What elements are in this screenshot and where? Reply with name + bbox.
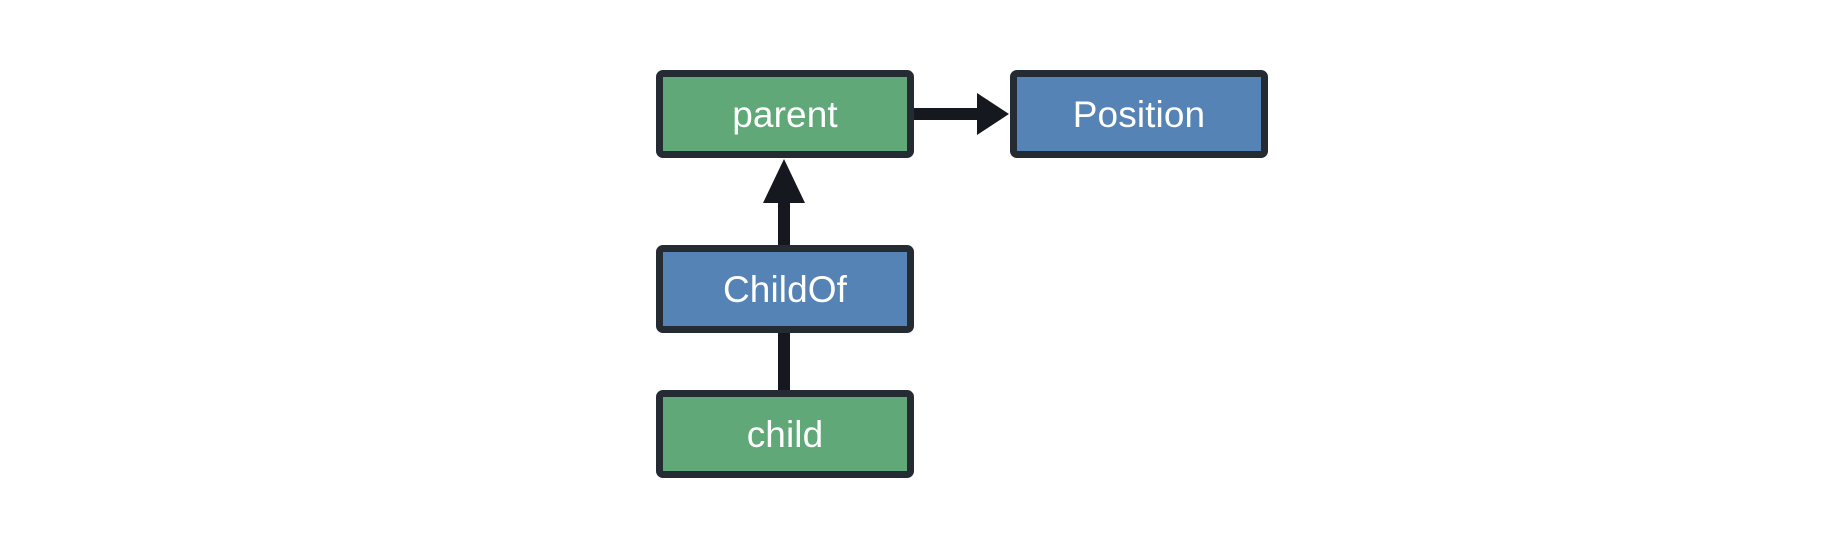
node-child-label: child bbox=[746, 413, 824, 455]
edge-childof-to-parent bbox=[763, 159, 805, 245]
node-parent[interactable]: parent bbox=[656, 70, 914, 158]
node-child[interactable]: child bbox=[656, 390, 914, 478]
node-childof-label: ChildOf bbox=[722, 268, 848, 310]
node-parent-label: parent bbox=[732, 93, 838, 135]
edge-childof-to-parent-arrowhead bbox=[763, 159, 805, 203]
node-position[interactable]: Position bbox=[1010, 70, 1268, 158]
edge-parent-to-position bbox=[914, 93, 1009, 135]
edge-parent-to-position-arrowhead bbox=[977, 93, 1009, 135]
node-childof[interactable]: ChildOf bbox=[656, 245, 914, 333]
node-position-label: Position bbox=[1072, 93, 1206, 135]
